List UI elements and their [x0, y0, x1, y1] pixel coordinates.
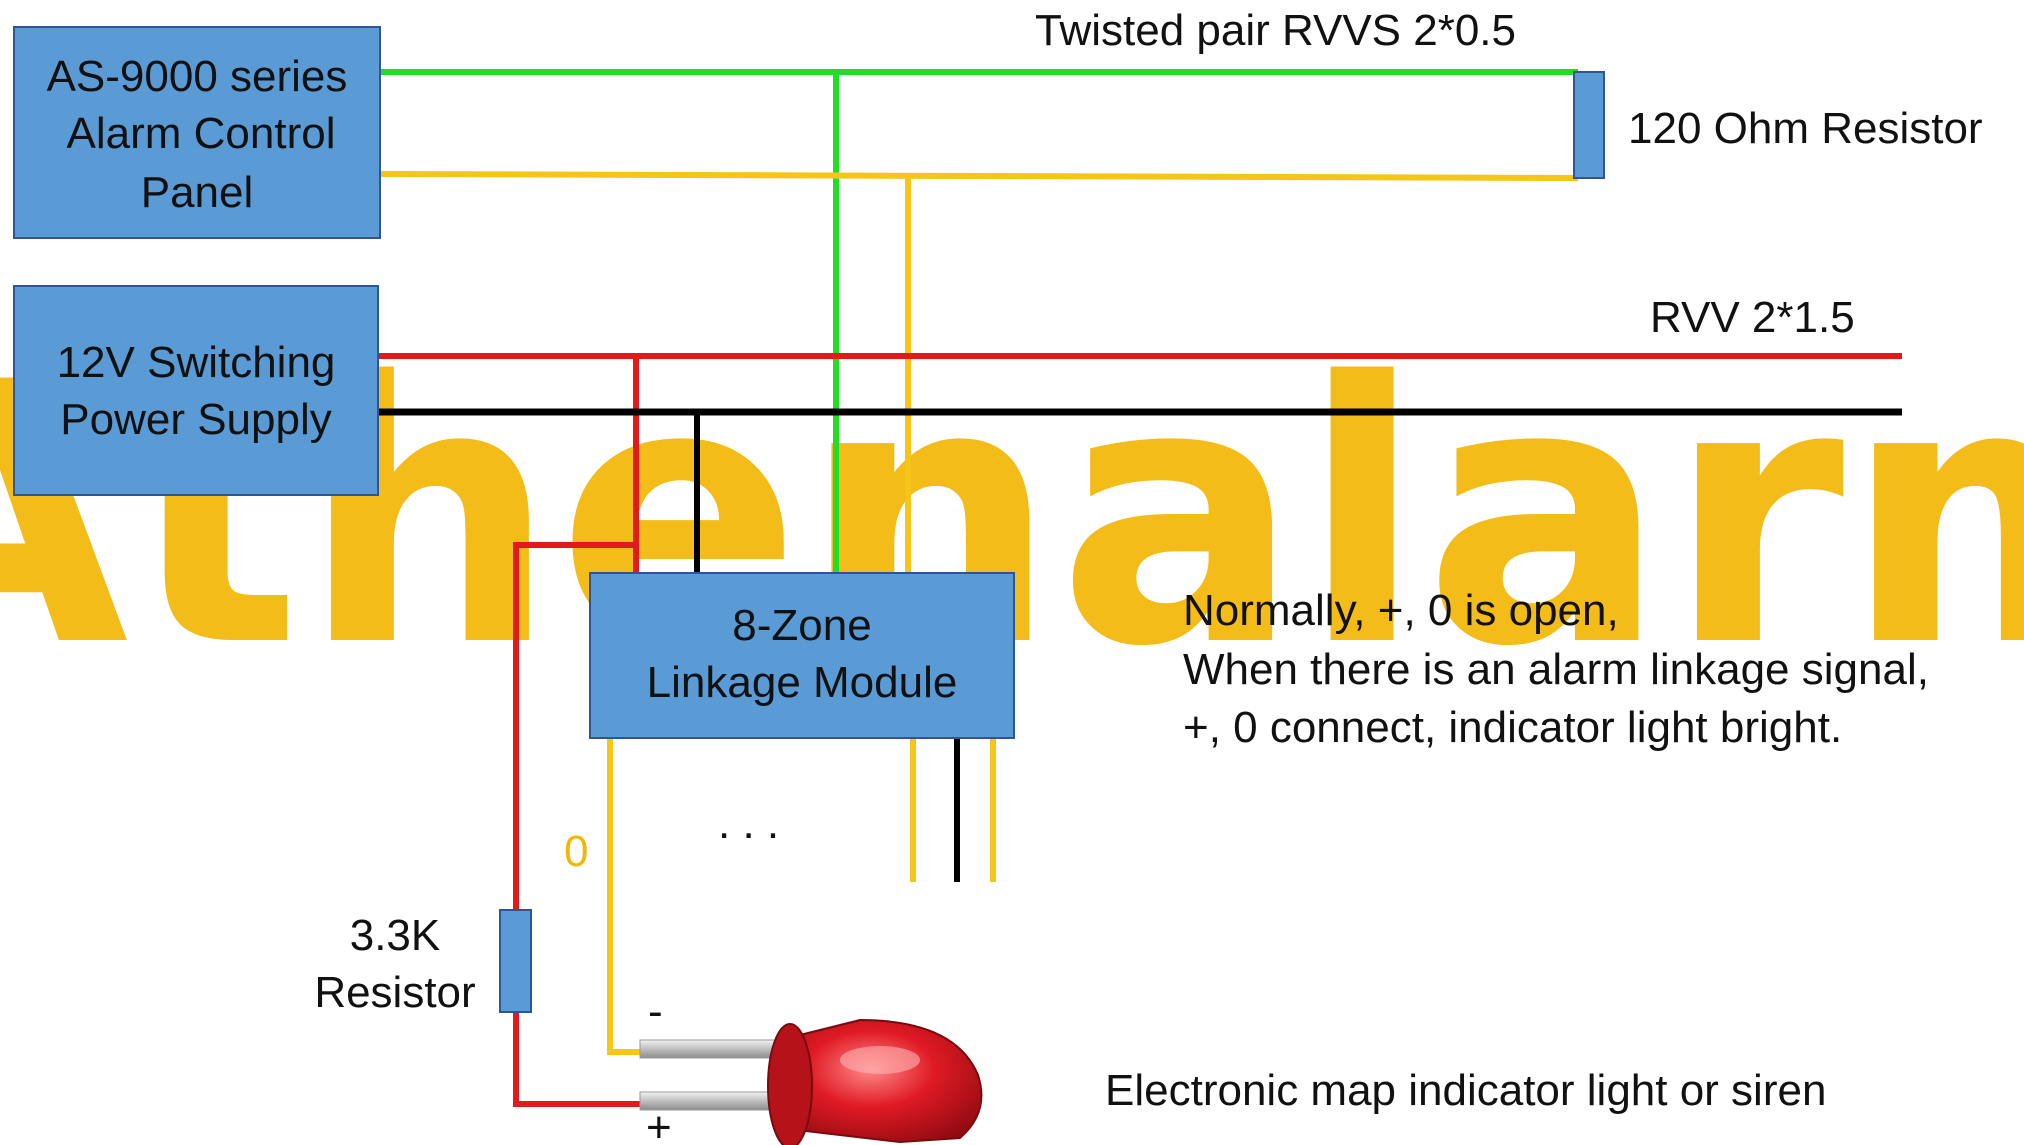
led-highlight	[840, 1046, 920, 1074]
note-line-2: When there is an alarm linkage signal,	[1183, 645, 1929, 694]
3-3k-label-line-2: Resistor	[314, 968, 475, 1017]
120-ohm-resistor	[1573, 71, 1605, 179]
3-3k-label-line-1: 3.3K	[350, 911, 441, 960]
power-supply-line-1: 12V Switching	[57, 338, 336, 387]
alarm-control-panel-box: AS-9000 series Alarm Control Panel	[13, 26, 381, 239]
note-line-3: +, 0 connect, indicator light bright.	[1183, 703, 1842, 752]
red-wire-led	[513, 542, 648, 1107]
power-supply-line-2: Power Supply	[60, 395, 331, 444]
yellow-wire-led	[607, 738, 648, 1055]
120-ohm-resistor-label: 120 Ohm Resistor	[1628, 104, 1983, 153]
led-body	[779, 1018, 983, 1144]
control-panel-line-2: Alarm Control	[67, 109, 336, 158]
zero-terminal-label: 0	[564, 827, 588, 876]
linkage-module-line-2: Linkage Module	[647, 658, 958, 707]
led-plus-label: +	[646, 1103, 672, 1145]
note-line-1: Normally, +, 0 is open,	[1183, 586, 1619, 635]
twisted-pair-label: Twisted pair RVVS 2*0.5	[1035, 6, 1516, 55]
led-indicator	[639, 1018, 983, 1145]
indicator-label: Electronic map indicator light or siren	[1105, 1066, 1826, 1115]
linkage-module-line-1: 8-Zone	[732, 601, 871, 650]
led-leg-negative	[639, 1039, 781, 1059]
ellipsis-label: . . .	[718, 799, 779, 848]
rvv-label: RVV 2*1.5	[1650, 293, 1855, 342]
control-panel-line-1: AS-9000 series	[47, 52, 348, 101]
led-minus-label: -	[648, 987, 663, 1036]
power-supply-box: 12V Switching Power Supply	[13, 285, 379, 496]
led-rim	[767, 1023, 813, 1145]
3-3k-resistor	[499, 909, 532, 1013]
wires	[378, 69, 1902, 1107]
yellow-wire-bus	[379, 171, 1579, 181]
linkage-module-box: 8-Zone Linkage Module	[589, 572, 1015, 739]
control-panel-line-3: Panel	[141, 168, 254, 217]
